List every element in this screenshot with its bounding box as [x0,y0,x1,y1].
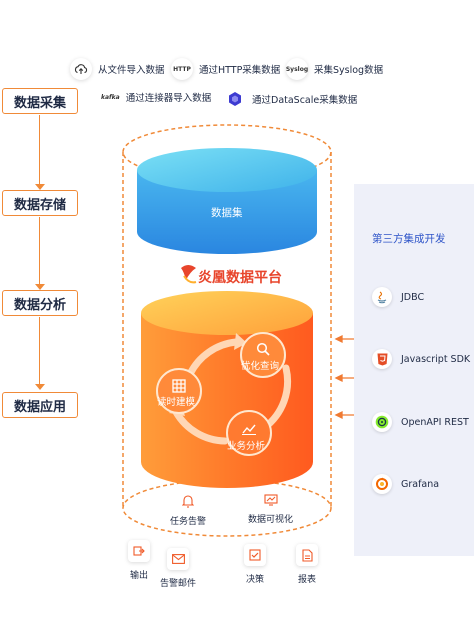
stage-connector [39,217,40,287]
app-label: 数据可视化 [248,515,294,525]
app-decision: 决策 [244,544,266,585]
integration-jdbc: JDBC [372,287,424,307]
stage-connector [39,115,40,187]
third-party-title: 第三方集成开发 [372,233,446,245]
brand-name: 炎凰数据平台 [198,270,282,286]
integration-openapi-rest: OpenAPI REST [372,412,469,432]
stage-store: 数据存储 [2,190,78,216]
integration-label: JDBC [401,291,425,303]
stage-analyze: 数据分析 [2,290,78,316]
app-alert-mail: 告警邮件 [160,548,196,589]
stage-collect: 数据采集 [2,88,78,114]
analysis-cycle [156,332,292,456]
storage-label: 数据集 [211,207,243,219]
source-datascale: 通过DataScale采集数据 [224,88,357,110]
kafka-icon: kafka [101,93,120,101]
source-label: 通过DataScale采集数据 [252,95,358,106]
stage-arrow [35,184,45,190]
source-label: 通过HTTP采集数据 [199,65,281,76]
business-analysis-label: 业务分析 [227,441,266,452]
app-task-alert: 任务告警 [170,494,206,527]
app-report: 报表 [296,544,318,585]
app-data-viz: 数据可视化 [248,494,293,525]
source-http: HTTP 通过HTTP采集数据 [171,58,280,80]
app-label: 任务告警 [170,517,207,527]
brand-logo-mark [181,265,197,284]
openapi-icon [372,412,392,432]
storage-cylinder [137,148,317,254]
stage-arrow [35,384,45,390]
app-export: 输出 [128,540,150,581]
http-icon: HTTP [171,58,193,80]
source-connector: kafka 通过连接器导入数据 [101,90,211,104]
integration-label: Grafana [401,478,440,490]
stage-connector [39,317,40,387]
html5-icon [372,349,392,369]
pdf-icon [296,544,318,566]
integration-label: OpenAPI REST [401,416,469,428]
app-label: 决策 [245,575,264,585]
grid-icon [172,378,186,393]
stage-arrow [35,284,45,290]
export-icon [128,540,150,562]
bell-icon [182,494,194,508]
datascale-icon [224,88,246,110]
app-label: 报表 [297,575,316,585]
app-label: 输出 [129,571,148,581]
integration-javascript-sdk: Javascript SDK [372,349,470,369]
syslog-icon: Syslog [286,58,308,80]
integration-label: Javascript SDK [401,353,471,365]
source-label: 采集Syslog数据 [314,65,384,76]
brand: 炎凰数据平台 [178,267,282,287]
grafana-icon [372,474,392,494]
line-chart-icon [242,420,256,435]
java-icon [372,287,392,307]
realtime-model-label: 读时建模 [157,397,196,408]
source-label: 从文件导入数据 [98,65,165,76]
search-icon [256,341,270,356]
stage-apply: 数据应用 [2,392,78,418]
platform-dashed-outline [122,124,332,537]
third-party-panel [354,184,474,556]
mail-icon [167,548,189,570]
dashboard-icon [263,494,278,506]
cloud-upload-icon [70,58,92,80]
app-label: 告警邮件 [160,579,197,589]
integration-grafana: Grafana [372,474,439,494]
source-syslog: Syslog 采集Syslog数据 [286,58,383,80]
optimize-query-label: 优化查询 [241,361,280,372]
source-file-import: 从文件导入数据 [70,58,165,80]
source-label: 通过连接器导入数据 [125,93,212,104]
checklist-icon [244,544,266,566]
